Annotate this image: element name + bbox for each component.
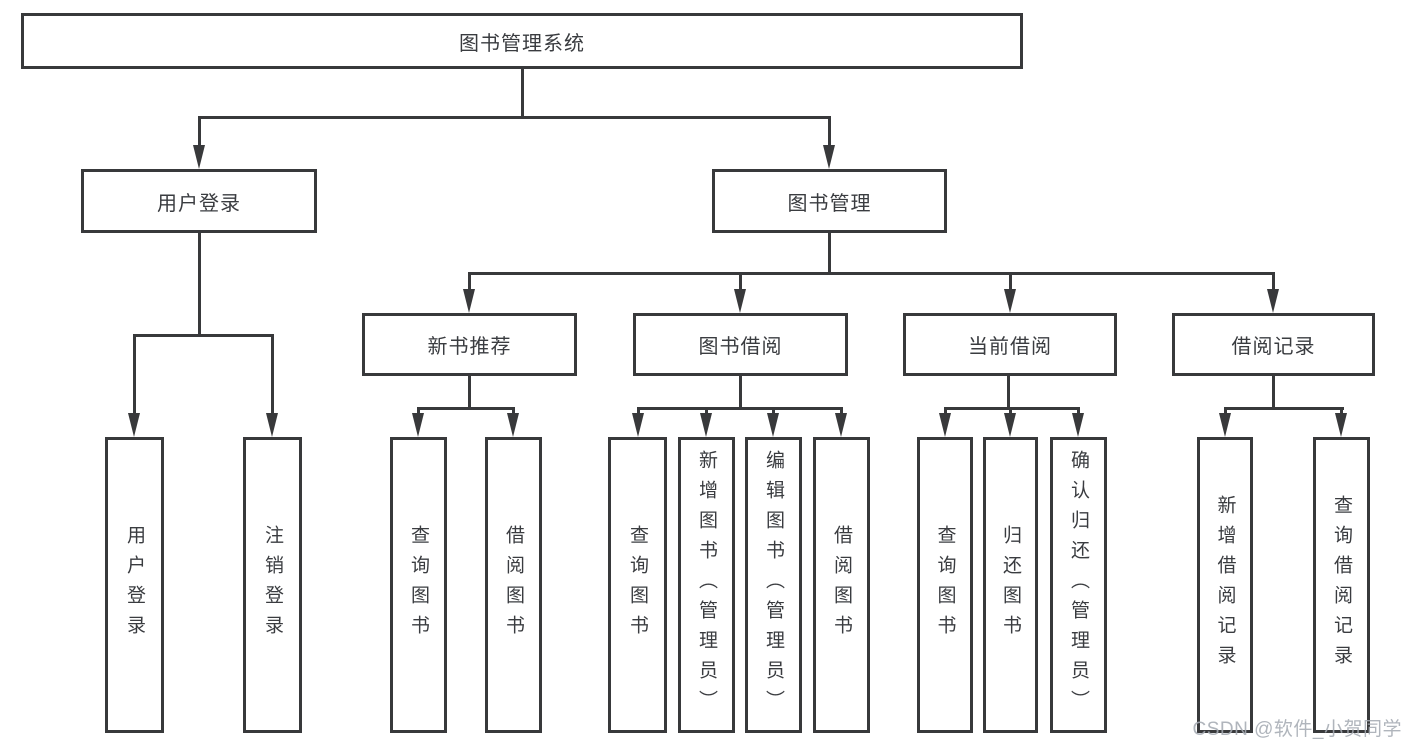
arrow-down-icon xyxy=(507,413,519,437)
connector-line xyxy=(1009,408,1012,414)
node-borrow-records: 借阅记录 xyxy=(1172,313,1375,376)
connector-line xyxy=(1272,376,1275,408)
leaf-edit-books-admin: 编辑图书（管理员） xyxy=(745,437,802,733)
connector-line xyxy=(1223,408,1227,414)
connector-line xyxy=(520,69,524,117)
connector-line xyxy=(739,376,742,408)
connector-line xyxy=(1009,273,1012,289)
connector-line xyxy=(637,406,843,410)
connector-line xyxy=(133,335,136,413)
arrow-down-icon xyxy=(1218,413,1231,437)
arrow-down-icon xyxy=(463,289,475,313)
leaf-borrow-books-recommend: 借阅图书 xyxy=(485,437,542,733)
connector-line xyxy=(739,273,742,289)
connector-line xyxy=(417,408,420,414)
arrow-down-icon xyxy=(1004,289,1016,313)
connector-line xyxy=(827,117,831,146)
leaf-return-books: 归还图书 xyxy=(983,437,1038,733)
connector-line xyxy=(637,408,640,414)
connector-line xyxy=(468,273,471,289)
arrow-down-icon xyxy=(128,413,140,437)
arrow-down-icon xyxy=(700,413,712,437)
connector-line xyxy=(512,408,515,414)
leaf-borrow-books: 借阅图书 xyxy=(813,437,870,733)
node-new-book-recommend: 新书推荐 xyxy=(362,313,577,376)
connector-line xyxy=(772,408,775,414)
arrow-down-icon xyxy=(1335,413,1347,437)
connector-line xyxy=(197,233,201,335)
connector-line xyxy=(1223,406,1344,410)
leaf-logout: 注销登录 xyxy=(243,437,302,733)
connector-line xyxy=(1007,376,1010,408)
arrow-down-icon xyxy=(835,413,847,437)
connector-line xyxy=(417,406,515,410)
leaf-query-borrow-record: 查询借阅记录 xyxy=(1313,437,1370,733)
connector-line xyxy=(133,333,274,337)
connector-line xyxy=(943,408,947,414)
arrow-down-icon xyxy=(192,145,205,169)
node-book-management: 图书管理 xyxy=(712,169,947,233)
arrow-down-icon xyxy=(1267,289,1279,313)
connector-line xyxy=(1340,408,1343,414)
arrow-down-icon xyxy=(734,289,746,313)
leaf-query-books-current: 查询图书 xyxy=(917,437,973,733)
leaf-query-books-recommend: 查询图书 xyxy=(390,437,447,733)
arrow-down-icon xyxy=(938,413,951,437)
arrow-down-icon xyxy=(1071,413,1084,437)
leaf-confirm-return-admin: 确认归还（管理员） xyxy=(1050,437,1107,733)
arrow-down-icon xyxy=(412,413,424,437)
connector-line xyxy=(271,335,274,413)
connector-line xyxy=(705,408,708,414)
arrow-down-icon xyxy=(266,413,278,437)
connector-line xyxy=(827,233,831,273)
connector-line xyxy=(468,271,1275,275)
node-user-login: 用户登录 xyxy=(81,169,317,233)
watermark: CSDN @软件_小贺同学 xyxy=(1192,719,1402,740)
connector-line xyxy=(197,115,831,119)
arrow-down-icon xyxy=(767,413,779,437)
arrow-down-icon xyxy=(822,145,835,169)
connector-line xyxy=(1076,408,1080,414)
arrow-down-icon xyxy=(1004,413,1016,437)
connector-line xyxy=(468,376,471,408)
leaf-user-login: 用户登录 xyxy=(105,437,164,733)
connector-line xyxy=(1272,273,1275,289)
node-current-borrow: 当前借阅 xyxy=(903,313,1117,376)
leaf-add-books-admin: 新增图书（管理员） xyxy=(678,437,735,733)
connector-line xyxy=(197,117,201,146)
leaf-query-books-borrow: 查询图书 xyxy=(608,437,667,733)
arrow-down-icon xyxy=(632,413,644,437)
leaf-add-borrow-record: 新增借阅记录 xyxy=(1197,437,1253,733)
node-root: 图书管理系统 xyxy=(21,13,1023,69)
connector-line xyxy=(840,408,843,414)
node-book-borrow: 图书借阅 xyxy=(633,313,848,376)
